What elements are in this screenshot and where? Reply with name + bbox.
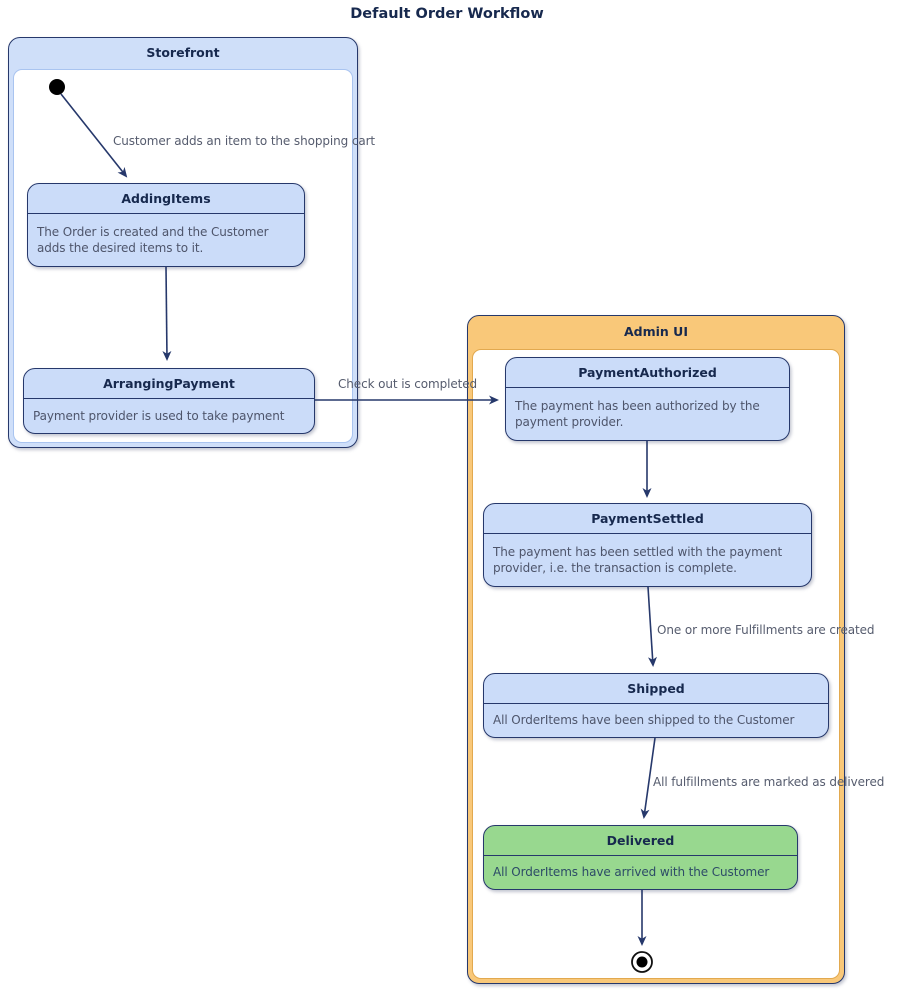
transition-label-checkout: Check out is completed bbox=[338, 377, 478, 391]
storefront-header-label: Storefront bbox=[146, 45, 220, 60]
state-delivered: Delivered All OrderItems have arrived wi… bbox=[483, 825, 798, 890]
state-payment-settled-body: The payment has been settled with the pa… bbox=[493, 544, 783, 576]
state-payment-settled-title: PaymentSettled bbox=[484, 504, 811, 534]
state-payment-authorized: PaymentAuthorized The payment has been a… bbox=[505, 357, 790, 441]
state-shipped-title: Shipped bbox=[484, 674, 828, 704]
state-arranging-payment: ArrangingPayment Payment provider is use… bbox=[23, 368, 315, 434]
state-delivered-body: All OrderItems have arrived with the Cus… bbox=[493, 865, 770, 880]
state-adding-items: AddingItems The Order is created and the… bbox=[27, 183, 305, 267]
state-payment-authorized-title: PaymentAuthorized bbox=[506, 358, 789, 388]
state-adding-items-body: The Order is created and the Customer ad… bbox=[37, 224, 269, 256]
state-payment-authorized-body: The payment has been authorized by the p… bbox=[515, 398, 760, 430]
admin-ui-header-label: Admin UI bbox=[624, 324, 688, 339]
state-delivered-title: Delivered bbox=[484, 826, 797, 856]
state-arranging-payment-body: Payment provider is used to take payment bbox=[33, 408, 285, 423]
transition-label-fulfillments: One or more Fulfillments are created bbox=[657, 623, 875, 637]
state-shipped-body: All OrderItems have been shipped to the … bbox=[493, 713, 795, 728]
state-payment-settled: PaymentSettled The payment has been sett… bbox=[483, 503, 812, 587]
state-adding-items-title: AddingItems bbox=[28, 184, 304, 214]
state-arranging-payment-title: ArrangingPayment bbox=[24, 369, 314, 399]
transition-label-marked-delivered: All fulfillments are marked as delivered bbox=[653, 775, 885, 789]
state-shipped: Shipped All OrderItems have been shipped… bbox=[483, 673, 829, 738]
transition-label-add-item: Customer adds an item to the shopping ca… bbox=[113, 134, 376, 148]
page-title: Default Order Workflow bbox=[350, 6, 544, 22]
